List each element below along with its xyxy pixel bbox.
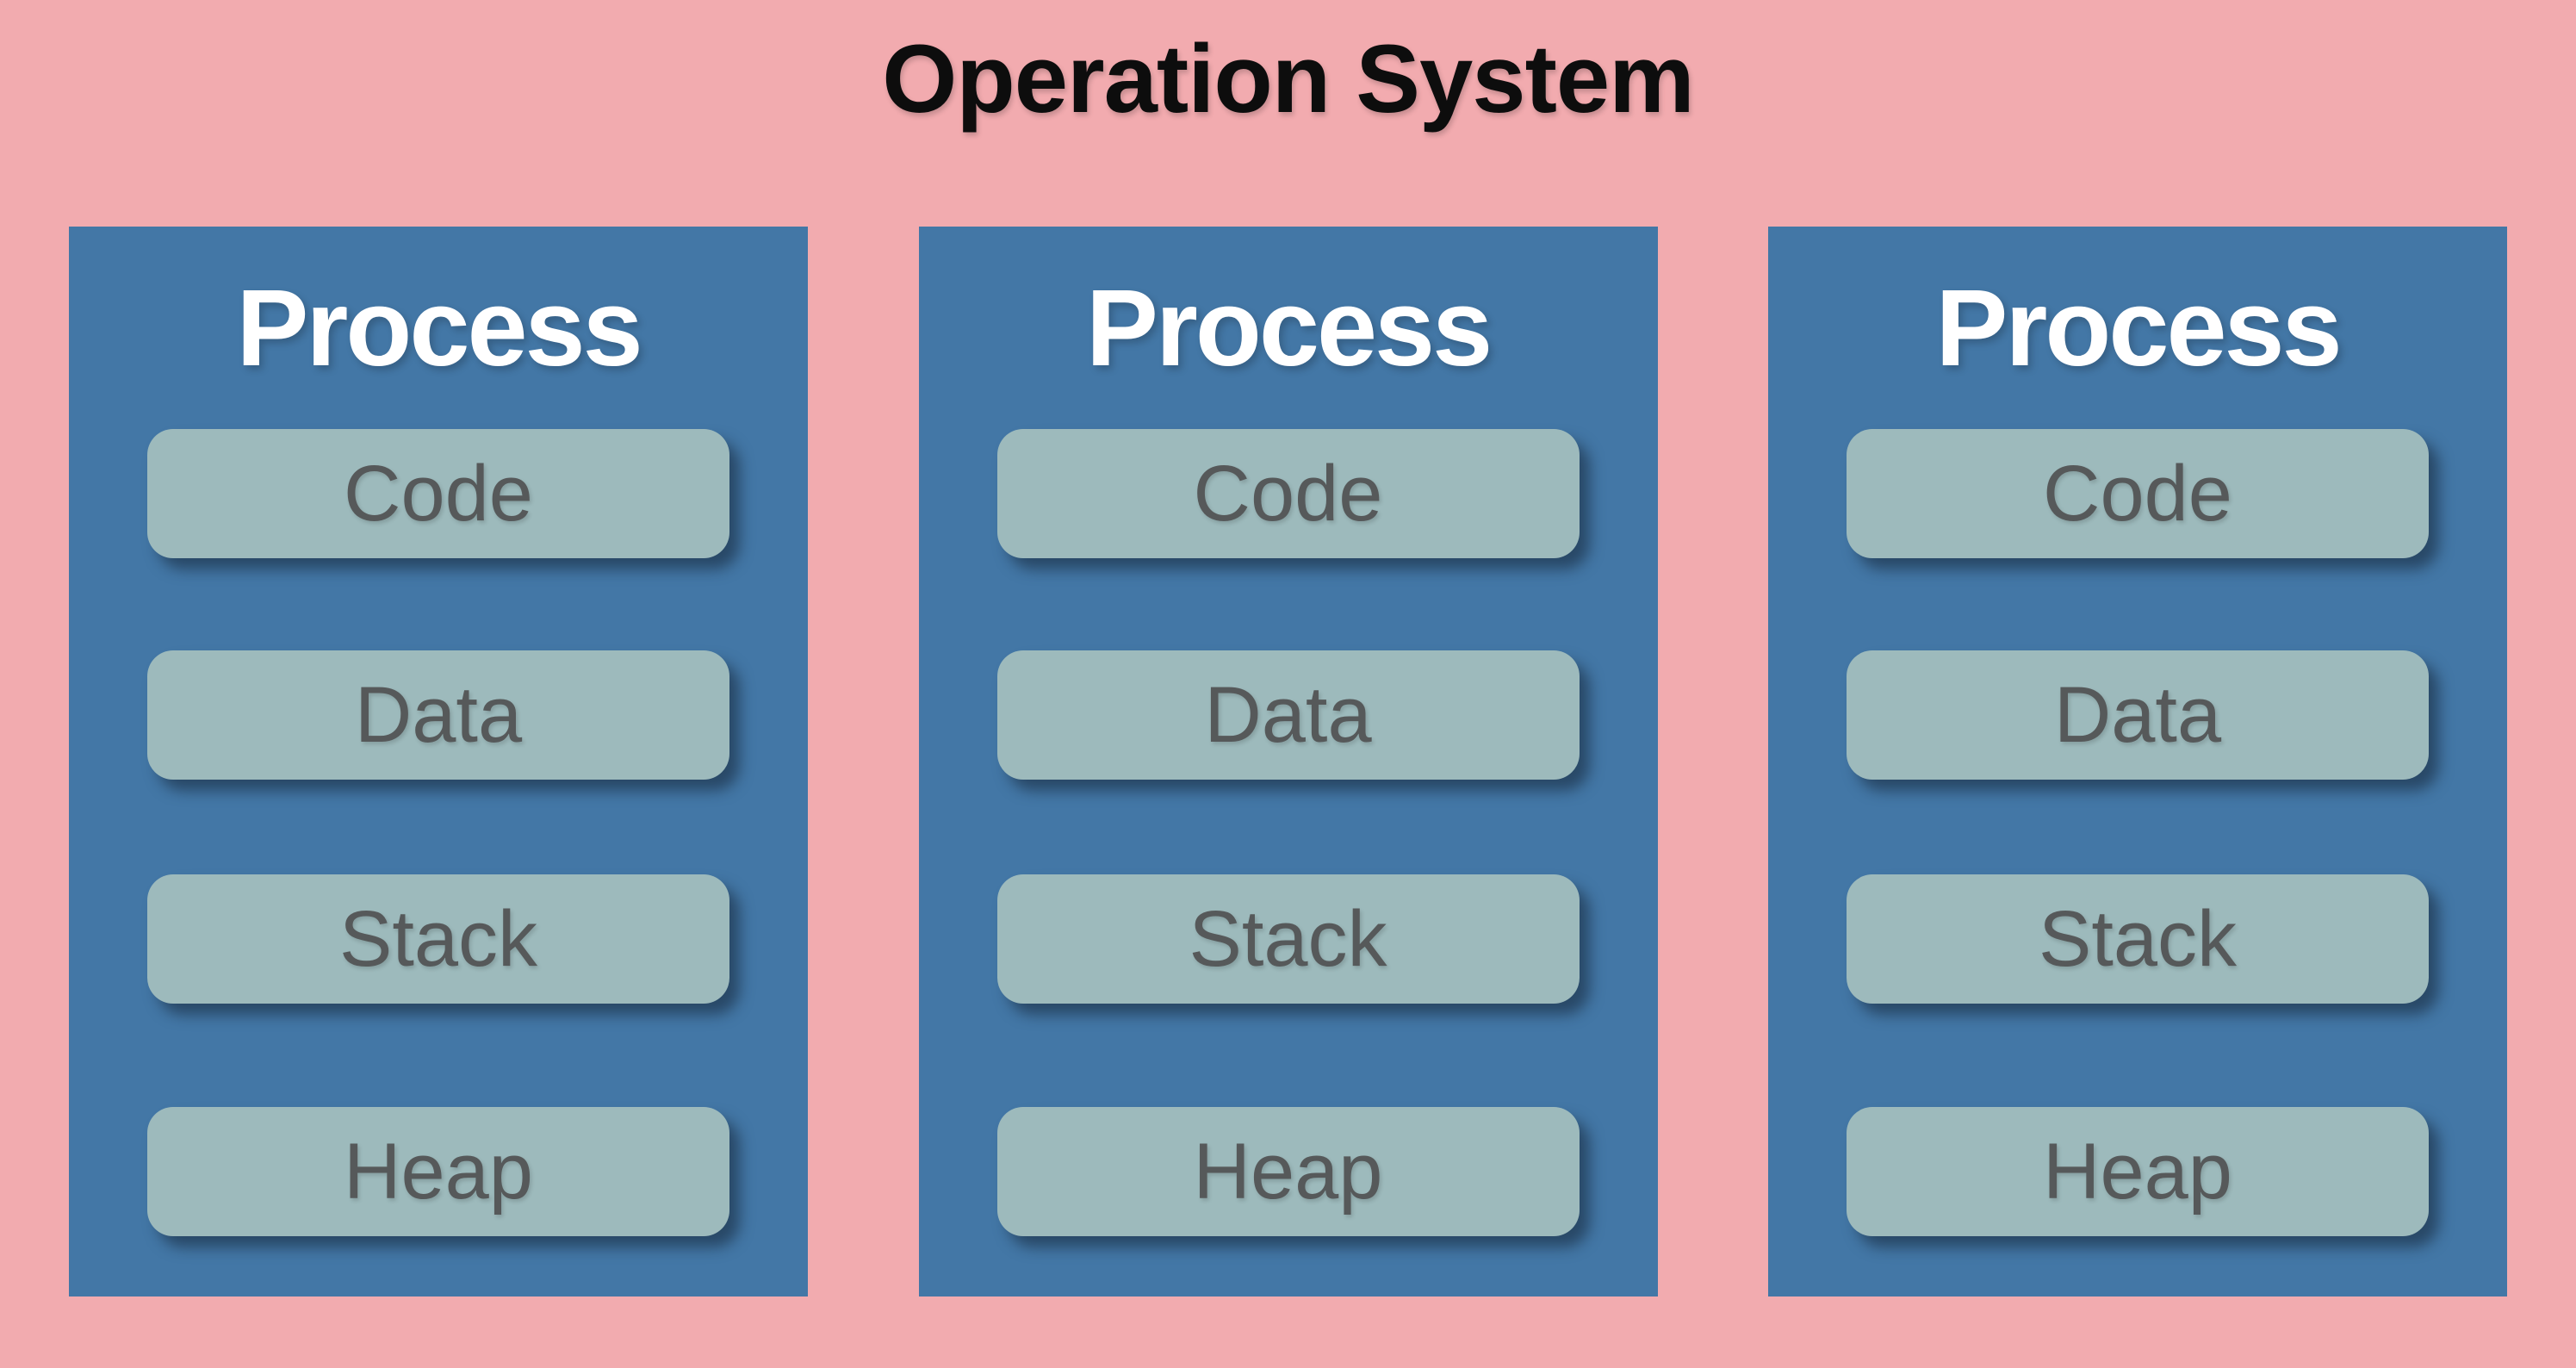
segment-heap: Heap (147, 1107, 729, 1236)
diagram-title: Operation System (882, 25, 1695, 133)
segment-heap: Heap (1847, 1107, 2429, 1236)
process-label: Process (236, 267, 642, 389)
process-label: Process (1085, 267, 1493, 389)
process-box-2: Process Code Data Stack Heap (918, 227, 1658, 1296)
segment-code: Code (1847, 429, 2429, 558)
segment-data: Data (996, 650, 1580, 780)
segment-code: Code (996, 429, 1580, 558)
segment-code: Code (147, 429, 729, 558)
segment-data: Data (147, 650, 729, 780)
process-box-3: Process Code Data Stack Heap (1768, 227, 2507, 1296)
segment-stack: Stack (996, 874, 1580, 1004)
segment-stack: Stack (147, 874, 729, 1004)
process-label: Process (1935, 267, 2342, 389)
segment-data: Data (1847, 650, 2429, 780)
segment-stack: Stack (1847, 874, 2429, 1004)
process-box-1: Process Code Data Stack Heap (69, 227, 808, 1296)
process-row: Process Code Data Stack Heap Process Cod… (69, 227, 2507, 1296)
segment-heap: Heap (996, 1107, 1580, 1236)
